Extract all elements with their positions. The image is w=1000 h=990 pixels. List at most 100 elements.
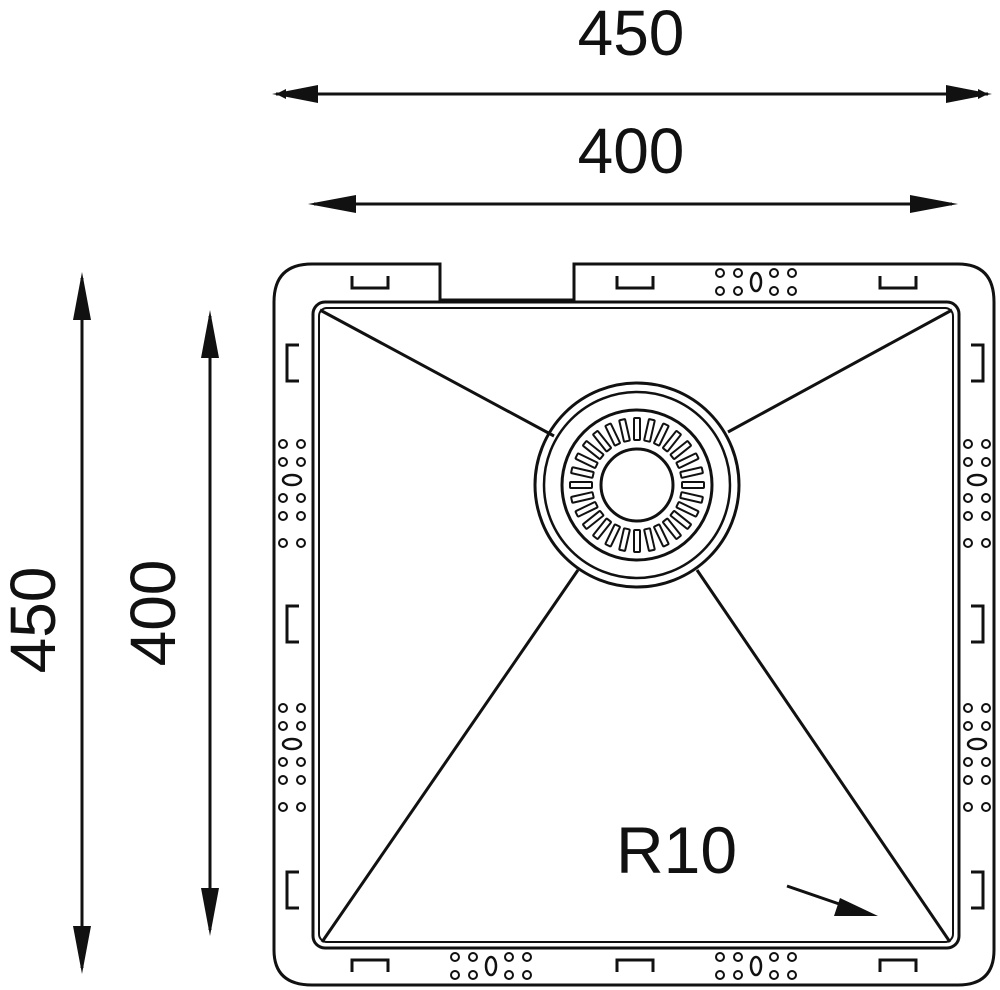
mounting-hole (296, 493, 306, 503)
mounting-hole (963, 757, 973, 767)
mounting-slot (966, 737, 988, 751)
drain-slot (618, 527, 631, 552)
mounting-hole (963, 703, 973, 713)
mounting-hole (981, 802, 991, 812)
mounting-slot (749, 955, 763, 977)
mounting-hole (278, 511, 288, 521)
mounting-hole (787, 286, 797, 296)
mounting-hole (522, 970, 532, 980)
mounting-hole (504, 970, 514, 980)
mounting-hole (769, 286, 779, 296)
mounting-hole (296, 703, 306, 713)
mounting-hole (963, 538, 973, 548)
mounting-hole (963, 775, 973, 785)
mounting-hole (769, 952, 779, 962)
drain-slot (679, 491, 704, 504)
drain-slot (604, 523, 621, 548)
mounting-slot (281, 737, 303, 751)
mounting-hole (450, 952, 460, 962)
mounting-hole (468, 970, 478, 980)
drain-slot (570, 491, 595, 504)
mounting-holes (278, 268, 991, 980)
drain-slot (679, 466, 704, 479)
mounting-hole (450, 970, 460, 980)
mounting-hole (963, 493, 973, 503)
mounting-hole (296, 721, 306, 731)
drain-slot (604, 422, 621, 447)
mounting-hole (733, 286, 743, 296)
mounting-clip (285, 870, 299, 910)
inner-height-label: 400 (117, 560, 189, 667)
mounting-clip (878, 276, 918, 290)
sink-bowl-outer-edge (311, 300, 961, 950)
drain-slot (643, 418, 656, 443)
mounting-hole (963, 721, 973, 731)
mounting-clip (350, 276, 390, 290)
drain-slot (662, 517, 682, 540)
mounting-hole (522, 952, 532, 962)
mounting-hole (296, 802, 306, 812)
mounting-hole (981, 757, 991, 767)
drain-slot (574, 452, 599, 469)
drain-slot (653, 422, 670, 447)
mounting-clip (615, 276, 655, 290)
dimension-inner-width: 400 (308, 115, 958, 213)
drain-slot (681, 481, 705, 489)
drain-slot (582, 510, 605, 530)
inner-width-label: 400 (578, 115, 685, 187)
mounting-slot (281, 473, 303, 487)
drain-slot (582, 440, 605, 460)
mounting-hole (769, 268, 779, 278)
mounting-slot (749, 271, 763, 293)
drain-slot (675, 501, 700, 518)
drain-slot (669, 440, 692, 460)
mounting-hole (981, 511, 991, 521)
drain-slot (653, 523, 670, 548)
mounting-hole (296, 457, 306, 467)
mounting-hole (981, 538, 991, 548)
mounting-hole (278, 802, 288, 812)
drain-slots (569, 417, 705, 553)
mounting-hole (963, 457, 973, 467)
mounting-hole (278, 775, 288, 785)
mounting-slot (484, 955, 498, 977)
mounting-hole (278, 493, 288, 503)
drain-slot (569, 481, 593, 489)
dimension-inner-height: 400 (117, 310, 219, 936)
mounting-hole (296, 511, 306, 521)
mounting-hole (296, 439, 306, 449)
mounting-hole (981, 493, 991, 503)
mounting-hole (733, 952, 743, 962)
mounting-clip (878, 958, 918, 972)
mounting-hole (296, 757, 306, 767)
dimension-overall-width: 450 (272, 0, 992, 103)
mounting-hole (504, 952, 514, 962)
mounting-clip (350, 958, 390, 972)
mounting-hole (715, 952, 725, 962)
sink-bowl-inner-edge (318, 307, 954, 943)
mounting-hole (715, 286, 725, 296)
corner-radius-callout: R10 (616, 813, 878, 916)
mounting-clip (971, 870, 985, 910)
mounting-hole (715, 970, 725, 980)
mounting-hole (787, 952, 797, 962)
mounting-hole (787, 970, 797, 980)
drain-strainer (533, 381, 741, 589)
drain-slot (633, 529, 641, 553)
mounting-hole (733, 970, 743, 980)
mounting-hole (963, 802, 973, 812)
mounting-hole (296, 775, 306, 785)
drain-slot (662, 430, 682, 453)
dimension-overall-height: 450 (0, 272, 91, 974)
mounting-hole (278, 721, 288, 731)
drain-slot (618, 418, 631, 443)
corner-radius-label: R10 (616, 813, 737, 887)
mounting-hole (981, 721, 991, 731)
mounting-clips (285, 276, 985, 972)
mounting-hole (963, 511, 973, 521)
mounting-clip (971, 604, 985, 644)
mounting-hole (733, 268, 743, 278)
overall-width-label: 450 (578, 0, 685, 69)
mounting-slot (966, 473, 988, 487)
mounting-hole (278, 538, 288, 548)
